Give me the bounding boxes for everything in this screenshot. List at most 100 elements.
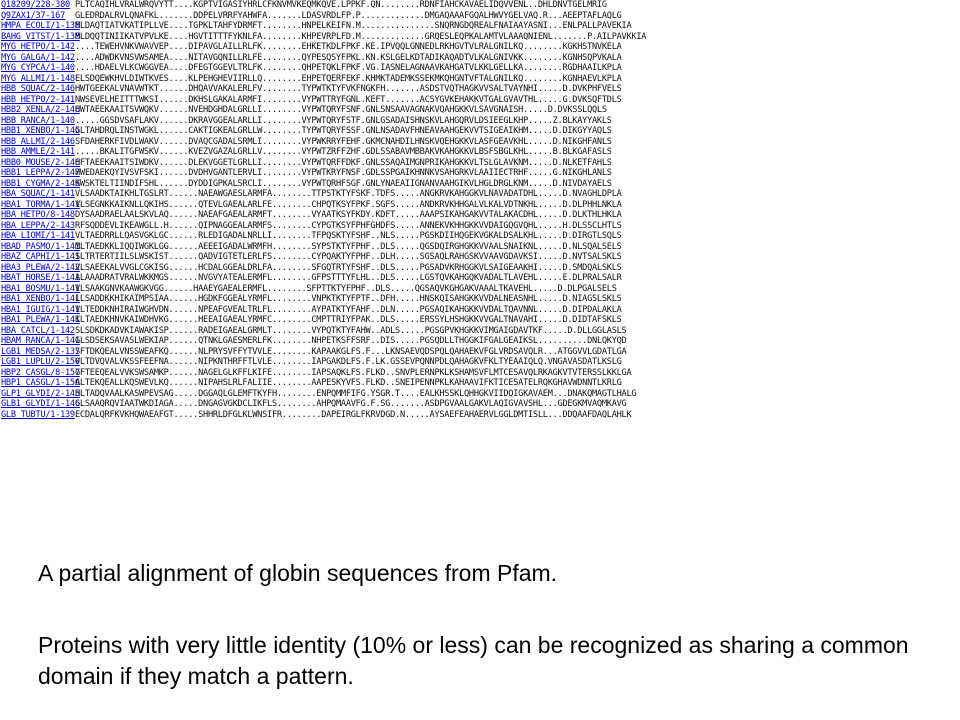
sequence-id-link[interactable]: HBB2_XENLA/2-146	[1, 105, 80, 115]
sequence-id-link[interactable]: HBAZ_CAPHI/1-141	[1, 252, 80, 262]
alignment-row: HBB1_XENBO/1-145GLTAHDRQLINSTWGKL......C…	[0, 126, 960, 137]
sequence-id-link[interactable]: HBAT_HORSE/1-141	[1, 273, 80, 283]
sequence-id-link[interactable]: HBP2_CASGL/8-157	[1, 367, 80, 378]
sequence-residues: PLTCAQIHLVRALWRQVYTT....KGPTVIGASIYHRLCF…	[75, 0, 607, 10]
sequence-id-link[interactable]: HBA_LIOMI/1-141	[1, 231, 75, 241]
sequence-id-link[interactable]: Q9ZAX1/37-167	[1, 10, 66, 21]
alignment-row: HBB_AMMLE/2-141.....BKALITGFWSKV......KV…	[0, 147, 960, 158]
sequence-id-link[interactable]: MYG_ALLMI/1-148	[1, 73, 75, 84]
alignment-row: HBA_HETPO/8-148DYSAADRAELAALSKVLAQ......…	[0, 210, 960, 221]
alignment-row: HBA_LEPPA/2-143RFSQDDEVLIKEAWGLL.H......…	[0, 221, 960, 232]
sequence-id-link[interactable]: MYG_HETPO/1-142	[1, 42, 75, 52]
sequence-residues: HWEDAEKQYIVSVFSKI......DVDHVGANTLERVLI..…	[75, 168, 612, 178]
sequence-residues: SFTDKQEALVNSSWEAFKQ......NLPRYSVFFYTVVLE…	[75, 346, 627, 357]
alignment-row: GLP1_GLYDI/2-145HLTADQVAALKASWPEVSAG....…	[0, 389, 960, 400]
alignment-row: HBA1_XENBO/1-141LLSADDKKHIKAIMPSIAA.....…	[0, 294, 960, 305]
sequence-residues: ....HDAELVLKCWGGVEA....DFEGTGGEVLTRLFK..…	[75, 63, 622, 73]
sequence-id-link[interactable]: HMPA_ECOLI/1-136	[1, 21, 80, 31]
sequence-id-link[interactable]: HBB_HETPO/2-141	[1, 94, 75, 105]
alignment-row: HBAT_HORSE/1-141ALAAADRATVRALWKKMGS.....…	[0, 273, 960, 284]
sequence-id-link[interactable]: HBA_HETPO/8-148	[1, 210, 75, 220]
sequence-alignment: Q18209/228-380 PLTCAQIHLVRALWRQVYTT....KG…	[0, 0, 960, 421]
sequence-id-link[interactable]: BAHG_VITST/1-138	[1, 31, 80, 42]
alignment-row: Q9ZAX1/37-167 GLEDRDALRVLQNAFKL.......DDP…	[0, 11, 960, 22]
sequence-residues: RFSQDDEVLIKEAWGLL.H......QIPNAGGEALARMFS…	[75, 220, 622, 231]
alignment-row: MYG_HETPO/1-142....TEWEHVNKVWAVVEP....DI…	[0, 42, 960, 53]
sequence-id-link[interactable]: HBA3_PLEWA/2-142	[1, 262, 80, 273]
sequence-id-link[interactable]: HBA_LEPPA/2-143	[1, 220, 75, 231]
sequence-residues: KWSKTELTIINDIFSHL......DYDDIGPKALSRCLI..…	[75, 178, 612, 189]
sequence-id-link[interactable]: HBAM_RANCA/1-141	[1, 336, 80, 346]
sequence-id-link[interactable]: HBA1_XENBO/1-141	[1, 294, 80, 304]
sequence-id-link[interactable]: HBB1_XENBO/1-145	[1, 126, 80, 136]
sequence-id-link[interactable]: HBB1_LEPPA/2-147	[1, 168, 80, 178]
sequence-residues: MLDQQTINIIKATVPVLKE....HGVTITTTFYKNLFA..…	[75, 31, 647, 42]
sequence-residues: GFTEEQEALVVKSWSAMKP......NAGELGLKFFLKIFE…	[75, 367, 632, 378]
sequence-residues: VLSEGNKKAIKNLLQKIHS......QTEVLGAEALARLFE…	[75, 199, 622, 210]
sequence-id-link[interactable]: MYG_CYPCA/1-140	[1, 63, 75, 73]
sequence-id-link[interactable]: LGB1_MEDSA/2-137	[1, 346, 80, 357]
alignment-row: HBP2_CASGL/8-157GFTEEQEALVVKSWSAMKP.....…	[0, 368, 960, 379]
alignment-row: HBB_HETPO/2-141NWSEVELHEITTTWKSI......DK…	[0, 95, 960, 106]
sequence-residues: HLTADQVAALKASWPEVSAG.....DGGAQLGLEMFTKYF…	[75, 388, 637, 399]
alignment-row: MYG_ALLMI/1-148ELSDQEWKHVLDIWTKVES....KL…	[0, 74, 960, 85]
sequence-residues: VLTEDDKNHIRAIWGHVDN......NPEAFGVEALTRLFL…	[75, 304, 622, 315]
sequence-residues: SLSDKDKADVKIAWAKISP......RADEIGAEALGRMLT…	[75, 325, 627, 336]
alignment-row: HBP1_CASGL/1-156ALTEKQEALLKQSWEVLKQ.....…	[0, 378, 960, 389]
sequence-id-link[interactable]: HBB0_MOUSE/2-146	[1, 157, 80, 168]
alignment-row: HBB2_XENLA/2-146HWTAEEKAAITSVWQKV......N…	[0, 105, 960, 116]
sequence-residues: VLSAAKGNVKAAWGKVGG......HAAEYGAEALERMFL.…	[75, 283, 617, 294]
alignment-row: HBB_RANCA/1-140.....GGSDVSAFLAKV......DK…	[0, 116, 960, 127]
alignment-row: GLB_TUBTU/1-139ECDALQRFKVKHQWAEAFGT.....…	[0, 410, 960, 421]
sequence-residues: HWTAEEKAAITSVWQKV......NVEHDGHDALGRLLI..…	[75, 105, 607, 115]
sequence-id-link[interactable]: HBAD_PASMO/1-141	[1, 241, 80, 252]
sequence-id-link[interactable]: GLB_TUBTU/1-139	[1, 409, 75, 420]
sequence-id-link[interactable]: HBA_SQUAC/1-141	[1, 189, 75, 199]
sequence-residues: ALAAADRATVRALWKKMGS......NVGVYATEALERMFL…	[75, 273, 622, 283]
sequence-residues: MLDAQTIATVKATIPLLVE....TGPKLTAHFYDRMFT..…	[75, 21, 632, 31]
sequence-id-link[interactable]: HBA_CATCL/1-142	[1, 325, 75, 336]
sequence-residues: KLTAEDKHNVKAIWDHVKG......HEEAIGAEALYRMFC…	[75, 315, 622, 325]
sequence-id-link[interactable]: HBA1_BOSMU/1-141	[1, 283, 80, 294]
sequence-residues: GLEDRDALRVLQNAFKL.......DDPELVRRFYAHWFA.…	[75, 10, 622, 21]
alignment-row: HBA1_IGUIG/1-141VLTEDDKNHIRAIWGHVDN.....…	[0, 305, 960, 316]
sequence-id-link[interactable]: HBA1_TORMA/1-141	[1, 199, 80, 210]
alignment-row: HBA3_PLEWA/2-142VLSAEEKALVVGLCGKISG.....…	[0, 263, 960, 274]
sequence-id-link[interactable]: HBA1_IGUIG/1-141	[1, 304, 80, 315]
alignment-row: Q18209/228-380 PLTCAQIHLVRALWRQVYTT....KG…	[0, 0, 960, 11]
sequence-id-link[interactable]: HBB_SQUAC/2-146	[1, 84, 75, 94]
sequence-id-link[interactable]: LGB1_LUPLU/2-150	[1, 357, 80, 367]
alignment-row: HBB1_CYGMA/2-146KWSKTELTIINDIFSHL......D…	[0, 179, 960, 190]
sequence-residues: MLTAEDKKLIQQIWGKLGG......AEEEIGADALWRMFH…	[75, 241, 622, 252]
alignment-row: HBB1_LEPPA/2-147HWEDAEKQYIVSVFSKI......D…	[0, 168, 960, 179]
sequence-id-link[interactable]: Q18209/228-380	[1, 0, 70, 10]
alignment-row: HBB_ALLMI/2-146SFDAHERKFIVDLWAKV......DV…	[0, 137, 960, 148]
sequence-id-link[interactable]: HBB_RANCA/1-140	[1, 115, 75, 126]
sequence-id-link[interactable]: MYG_GALGA/1-142	[1, 52, 75, 63]
alignment-row: HBAM_RANCA/1-141GLSDSEKSAVASLWEKIAP.....…	[0, 336, 960, 347]
caption-title: A partial alignment of globin sequences …	[38, 560, 558, 586]
alignment-row: HBA_SQUAC/1-141VLSAADKTAIKHLTGSLRT......…	[0, 189, 960, 200]
sequence-id-link[interactable]: HBB_ALLMI/2-146	[1, 136, 75, 147]
alignment-row: HBB_SQUAC/2-146HWTGEEKALVNAVWTKT......DH…	[0, 84, 960, 95]
sequence-residues: HFTAEEKAAITSIWDKV......DLEKVGGETLGRLLI..…	[75, 157, 612, 168]
sequence-id-link[interactable]: HBB_AMMLE/2-141	[1, 147, 75, 157]
sequence-residues: VLTDVQVALVKSSFEEFNA......NIPKNTHRFFTLVLE…	[75, 357, 622, 367]
alignment-row: HBA1_TORMA/1-141VLSEGNKKAIKNLLQKIHS.....…	[0, 200, 960, 211]
sequence-residues: .....GGSDVSAFLAKV......DKRAVGGEALARLLI..…	[75, 115, 612, 126]
sequence-id-link[interactable]: HBB1_CYGMA/2-146	[1, 178, 80, 189]
alignment-row: MYG_CYPCA/1-140....HDAELVLKCWGGVEA....DF…	[0, 63, 960, 74]
alignment-row: LGB1_LUPLU/2-150VLTDVQVALVKSSFEEFNA.....…	[0, 357, 960, 368]
sequence-residues: GLSDSEKSAVASLWEKIAP......QTNKLGAESMERLFK…	[75, 336, 627, 346]
alignment-row: MYG_GALGA/1-142....ADWDKVNSVWSAMEA....NI…	[0, 53, 960, 64]
sequence-residues: GLTAHDRQLINSTWGKL......CAKTIGKEALGRLLW..…	[75, 126, 612, 136]
sequence-residues: DYSAADRAELAALSKVLAQ......NAEAFGAEALARMFT…	[75, 210, 622, 220]
sequence-id-link[interactable]: HBA1_PLEWA/1-141	[1, 315, 80, 325]
sequence-residues: ....TEWEHVNKVWAVVEP....DIPAVGLAILLRLFK..…	[75, 42, 622, 52]
sequence-residues: ....ADWDKVNSVWSAMEA....NITAVGQNILLRLFE..…	[75, 52, 622, 63]
caption-description: Proteins with very little identity (10% …	[38, 632, 909, 689]
sequence-id-link[interactable]: GLB1_GLYDI/1-146	[1, 399, 80, 409]
alignment-row: HBAZ_CAPHI/1-141SLTRTERTIILSLWSKIST.....…	[0, 252, 960, 263]
sequence-id-link[interactable]: GLP1_GLYDI/2-145	[1, 388, 80, 399]
sequence-id-link[interactable]: HBP1_CASGL/1-156	[1, 378, 80, 388]
